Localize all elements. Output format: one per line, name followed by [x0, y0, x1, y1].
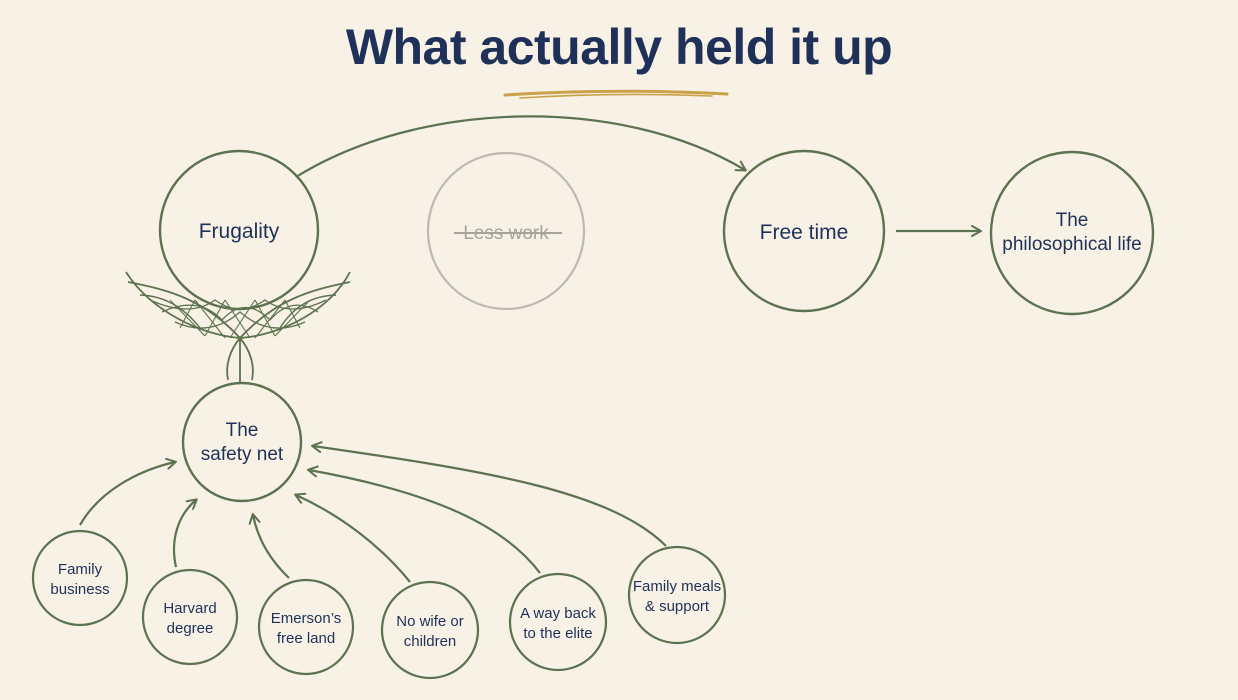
node-frugality-label: Frugality: [199, 220, 280, 243]
node-free-time-label: Free time: [760, 221, 849, 244]
arrow-frugality-to-free-time: [295, 115, 747, 178]
arrow-harvard-degree-to-safety-net: [172, 498, 198, 568]
node-safety-net: The safety net: [181, 381, 303, 503]
arrow-no-wife-or-children-to-safety-net: [294, 492, 411, 583]
node-emersons-free-land: Emerson’s free land: [248, 513, 355, 676]
node-emersons-free-land-line2: free land: [277, 630, 335, 647]
node-family-meals-support-line1: Family meals: [633, 578, 721, 595]
arrow-family-business-to-safety-net: [79, 457, 177, 526]
node-less-work: Less work: [426, 151, 586, 311]
node-no-wife-or-children: No wife or children: [294, 492, 480, 680]
node-family-business-line1: Family: [58, 561, 103, 578]
node-family-meals-support: Family meals & support: [311, 441, 727, 645]
node-no-wife-or-children-line1: No wife or: [396, 613, 464, 630]
node-safety-net-line2: safety net: [201, 444, 284, 465]
node-frugality: Frugality: [158, 149, 320, 311]
node-harvard-degree-line1: Harvard: [163, 600, 216, 617]
node-emersons-free-land-line1: Emerson’s: [271, 610, 342, 627]
node-harvard-degree-line2: degree: [167, 620, 214, 637]
node-philosophical-life: The philosophical life: [989, 150, 1155, 316]
node-emersons-free-land-circle: [257, 578, 355, 676]
arrow-a-way-back-to-the-elite-to-safety-net: [307, 465, 541, 574]
page-title: What actually held it up: [345, 19, 893, 75]
node-no-wife-or-children-line2: children: [404, 633, 457, 650]
node-family-business-circle: [31, 529, 129, 627]
node-family-meals-support-line2: & support: [645, 598, 710, 615]
node-family-business-line2: business: [50, 581, 109, 598]
arrow-emersons-free-land-to-safety-net: [248, 513, 290, 579]
node-harvard-degree: Harvard degree: [141, 498, 239, 666]
node-a-way-back-to-the-elite-circle: [508, 572, 608, 672]
node-safety-net-line1: The: [226, 420, 259, 441]
node-family-business: Family business: [31, 457, 177, 627]
arrow-family-meals-support-to-safety-net: [311, 441, 667, 547]
node-philosophical-life-line2: philosophical life: [1002, 234, 1141, 255]
title-underline: [503, 89, 729, 99]
node-philosophical-life-line1: The: [1056, 210, 1089, 231]
node-a-way-back-to-the-elite: A way back to the elite: [307, 465, 608, 672]
node-free-time: Free time: [722, 149, 886, 313]
node-family-meals-support-circle: [627, 545, 727, 645]
node-a-way-back-to-the-elite-line1: A way back: [520, 605, 596, 622]
net-icon: [125, 271, 351, 382]
node-no-wife-or-children-circle: [380, 580, 480, 680]
node-harvard-degree-circle: [141, 568, 239, 666]
node-a-way-back-to-the-elite-line2: to the elite: [523, 625, 592, 642]
